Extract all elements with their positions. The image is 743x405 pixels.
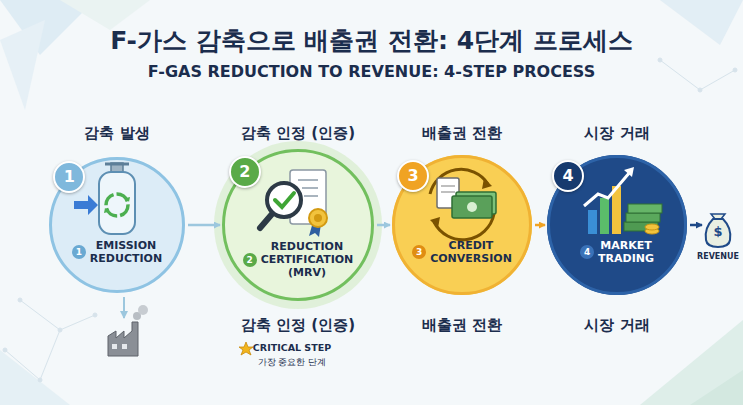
- step-heading: 시장 거래: [584, 124, 649, 143]
- step-number-badge: 3: [397, 160, 429, 192]
- callout-number: 3: [412, 245, 426, 259]
- callout-number: 4: [580, 245, 594, 259]
- subtitle: F-GAS REDUCTION TO REVENUE: 4-STEP PROCE…: [0, 62, 743, 81]
- revenue-node: $REVENUE: [704, 210, 732, 248]
- label-row: 2 REDUCTION CERTIFICATION (MRV): [225, 240, 371, 279]
- step-subheading: 감축 인정 (인증): [241, 316, 355, 335]
- conversion-icon: [430, 169, 496, 239]
- critical-note: CRITICAL STEP: [242, 342, 342, 353]
- label-slot: F-GAS REDUCTION TO REVENUE: 4-STEP PROCE…: [0, 62, 743, 81]
- step-number-badge: 1: [53, 161, 85, 193]
- factory-icon: [108, 297, 148, 356]
- step-subheading: 배출권 전환: [422, 316, 502, 335]
- market-chart-icon: [584, 167, 662, 234]
- step-circle-fill: [222, 149, 374, 301]
- flow-arrow: [188, 224, 220, 227]
- step-heading: 배출권 전환: [422, 124, 502, 143]
- badge-slot: 2: [229, 156, 261, 188]
- heading-slot: 감축 인정 (인증): [241, 124, 355, 143]
- heading-slot: 감축 발생: [84, 124, 149, 143]
- glow-halo: [214, 141, 382, 309]
- step-circle: 시장 거래44MARKET TRADING시장 거래: [547, 155, 687, 295]
- title: F-가스 감축으로 배출권 전환: 4단계 프로세스: [0, 24, 743, 57]
- step-heading: 감축 인정 (인증): [241, 124, 355, 143]
- label-slot: 가장 중요한 단계: [242, 356, 342, 369]
- currency-symbol: $: [704, 224, 732, 239]
- title-slot: F-가스 감축으로 배출권 전환: 4단계 프로세스: [0, 24, 743, 57]
- subheading-slot: 시장 거래: [584, 316, 649, 335]
- dollar-slot: $: [704, 224, 732, 239]
- step-circle: 감축 인정 (인증)22REDUCTION CERTIFICATION (MRV…: [222, 149, 374, 301]
- step-circle: 배출권 전환33CREDIT CONVERSION배출권 전환: [392, 155, 532, 295]
- step-label: EMISSION REDUCTION: [90, 239, 162, 265]
- badge-slot: 4: [552, 160, 584, 192]
- step-label: REDUCTION CERTIFICATION (MRV): [261, 240, 354, 279]
- step-circle: 감축 발생11EMISSION REDUCTION: [49, 157, 185, 293]
- certification-icon: [260, 170, 327, 237]
- step-heading: 감축 발생: [84, 124, 149, 143]
- subheading-slot: 배출권 전환: [422, 316, 502, 335]
- step-label: CREDIT CONVERSION: [430, 239, 512, 265]
- critical-note-korean: 가장 중요한 단계: [242, 356, 342, 369]
- step-number-badge: 2: [229, 156, 261, 188]
- label-slot: CRITICAL STEP: [242, 342, 342, 353]
- callout-number: 1: [72, 245, 86, 259]
- flow-arrow: [535, 224, 545, 227]
- step-circle-fill: [547, 155, 687, 295]
- badge-slot: 1: [53, 161, 85, 193]
- callout-number: 2: [243, 253, 257, 267]
- flow-arrow: [377, 224, 390, 227]
- star-icon: [239, 342, 253, 355]
- revenue-slot: REVENUE: [688, 252, 743, 261]
- subheading-slot: 감축 인정 (인증): [241, 316, 355, 335]
- flow-arrow: [690, 224, 702, 227]
- badge-slot: 3: [397, 160, 429, 192]
- step-circle-fill: [392, 155, 532, 295]
- label-row: 3 CREDIT CONVERSION: [395, 239, 529, 265]
- heading-slot: 배출권 전환: [422, 124, 502, 143]
- step-subheading: 시장 거래: [584, 316, 649, 335]
- step-circle-fill: [49, 157, 185, 293]
- revenue-label: REVENUE: [688, 252, 743, 261]
- label-row: 4 MARKET TRADING: [550, 239, 684, 265]
- label-row: 1 EMISSION REDUCTION: [52, 239, 182, 265]
- step-label: MARKET TRADING: [598, 239, 654, 265]
- step-number-badge: 4: [552, 160, 584, 192]
- heading-slot: 시장 거래: [584, 124, 649, 143]
